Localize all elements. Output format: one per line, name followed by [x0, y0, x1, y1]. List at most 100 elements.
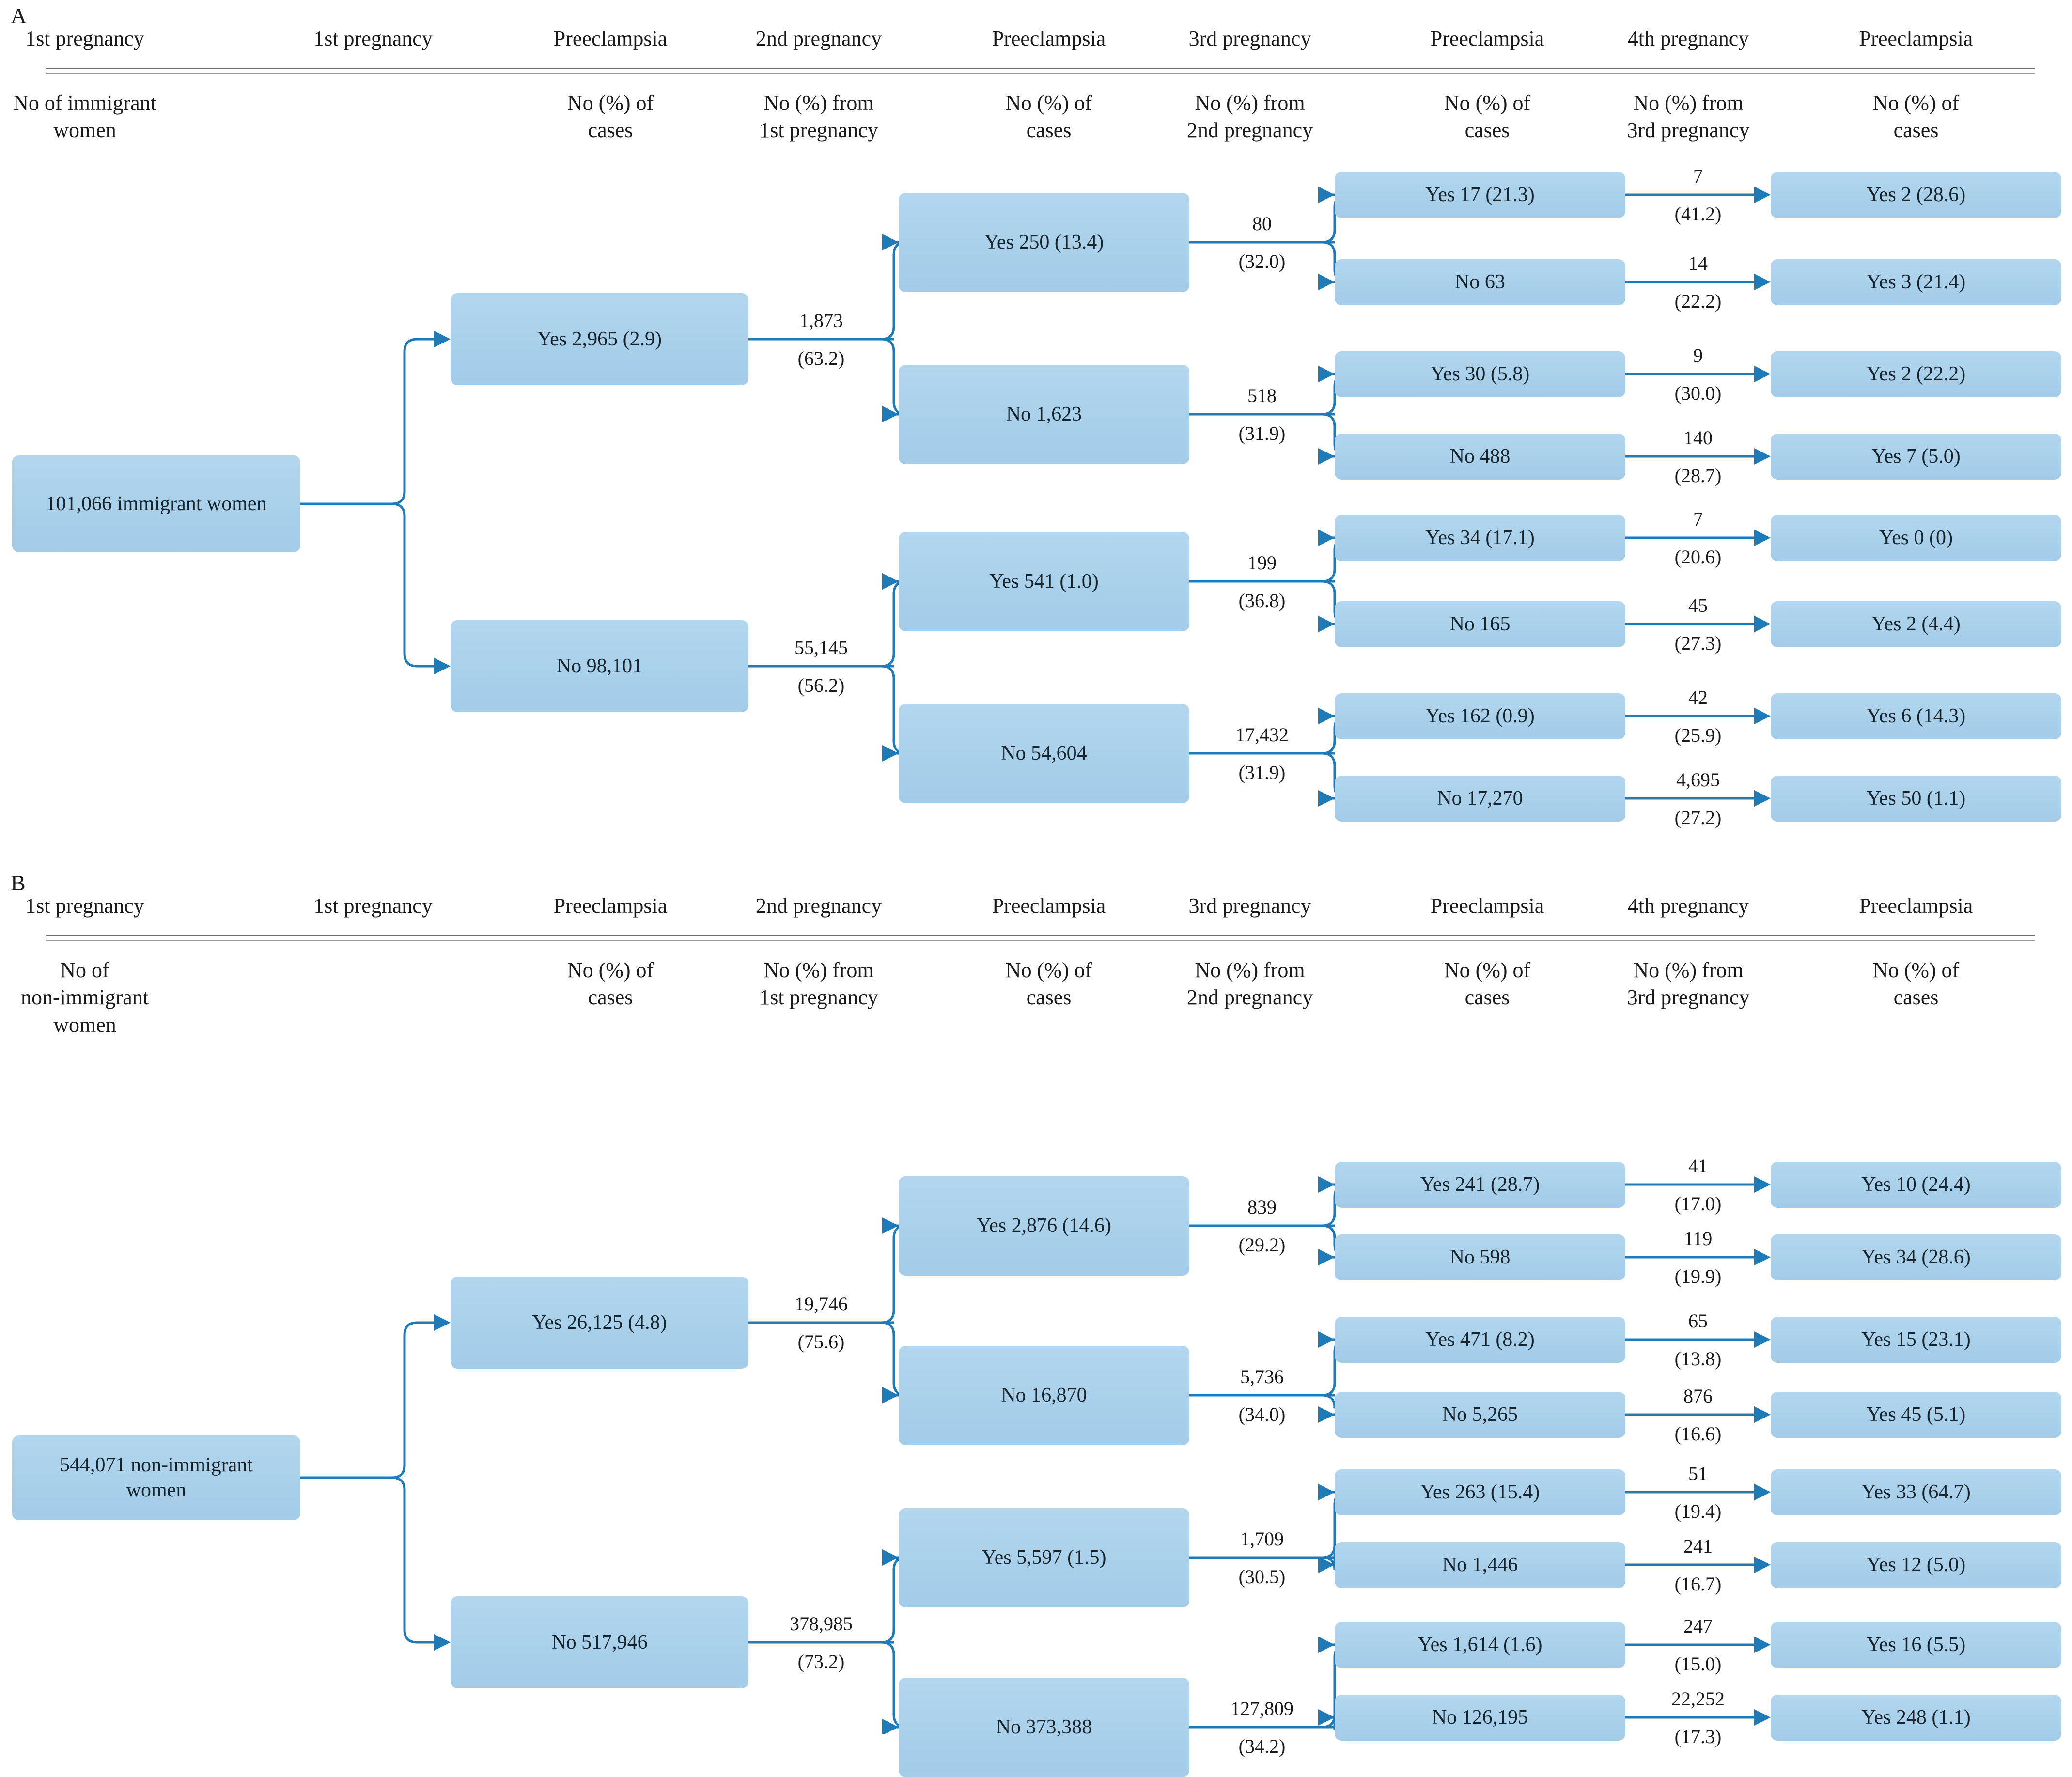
- box-level3-7[interactable]: No 126,195: [1335, 1694, 1625, 1741]
- box-level2-2[interactable]: Yes 541 (1.0): [899, 531, 1189, 631]
- edge-count: 1,873: [799, 310, 843, 331]
- connector-l3-4-to-l4-4-head: [1754, 1484, 1771, 1500]
- box-level4-1[interactable]: Yes 34 (28.6): [1771, 1234, 2061, 1280]
- edge-percent: (31.9): [1238, 422, 1286, 444]
- box-level3-6[interactable]: Yes 1,614 (1.6): [1335, 1621, 1625, 1668]
- box-level4-1[interactable]: Yes 3 (21.4): [1771, 259, 2061, 305]
- edge-count: 14: [1688, 252, 1708, 274]
- connector-l2-1-to-l3-2-head: [1318, 1331, 1335, 1348]
- box-level2-0[interactable]: Yes 2,876 (14.6): [899, 1176, 1189, 1276]
- connector-root-to-l1-0-head: [434, 331, 451, 347]
- header-top-2: Preeclampsia: [553, 894, 668, 918]
- header-top-0: 1st pregnancy: [25, 27, 144, 50]
- edge-percent: (56.2): [797, 674, 845, 696]
- header-rule: [46, 68, 2035, 74]
- connector-root-to-l1-0-head: [434, 1314, 451, 1331]
- edge-percent: (17.3): [1674, 1726, 1722, 1747]
- connector-l2-3-to-l3-7-head: [1318, 1709, 1335, 1726]
- connector-l3-2-to-l4-2-head: [1754, 1331, 1771, 1348]
- box-level4-6[interactable]: Yes 6 (14.3): [1771, 693, 2061, 739]
- edge-percent: (16.7): [1674, 1573, 1722, 1595]
- box-level4-7[interactable]: Yes 248 (1.1): [1771, 1694, 2061, 1741]
- box-level4-7[interactable]: Yes 50 (1.1): [1771, 775, 2061, 822]
- header-top-7: 4th pregnancy: [1627, 27, 1749, 50]
- box-level2-3[interactable]: No 54,604: [899, 703, 1189, 803]
- box-level3-5[interactable]: No 1,446: [1335, 1542, 1625, 1588]
- box-level3-1[interactable]: No 63: [1335, 259, 1625, 305]
- box-level3-4[interactable]: Yes 34 (17.1): [1335, 514, 1625, 561]
- header-top-1: 1st pregnancy: [313, 27, 433, 50]
- box-level4-6[interactable]: Yes 16 (5.5): [1771, 1621, 2061, 1668]
- edge-percent: (36.8): [1238, 590, 1286, 611]
- box-level4-2[interactable]: Yes 15 (23.1): [1771, 1316, 2061, 1363]
- box-level4-3[interactable]: Yes 45 (5.1): [1771, 1391, 2061, 1438]
- edge-label-l2-0: 839(29.2): [1220, 1198, 1304, 1255]
- box-level4-4[interactable]: Yes 0 (0): [1771, 514, 2061, 561]
- edge-label-l1-1: 378,985(73.2): [774, 1614, 868, 1671]
- box-level1-1[interactable]: No 98,101: [451, 620, 748, 712]
- box-level3-1[interactable]: No 598: [1335, 1234, 1625, 1280]
- box-level3-7[interactable]: No 17,270: [1335, 775, 1625, 822]
- box-level3-3[interactable]: No 488: [1335, 433, 1625, 480]
- box-level3-5[interactable]: No 165: [1335, 601, 1625, 647]
- edge-label-l3-5: 241(16.7): [1656, 1537, 1740, 1594]
- edge-label-l3-2: 65(13.8): [1656, 1311, 1740, 1369]
- box-level3-0[interactable]: Yes 17 (21.3): [1335, 171, 1625, 218]
- box-level2-3[interactable]: No 373,388: [899, 1677, 1189, 1777]
- connector-l1-1-to-l2-3-head: [882, 745, 899, 762]
- box-level4-4[interactable]: Yes 33 (64.7): [1771, 1469, 2061, 1515]
- connector-l2-3-to-l3-6-head: [1318, 1637, 1335, 1653]
- box-root[interactable]: 101,066 immigrant women: [12, 455, 300, 552]
- connector-root-to-l1-1: [300, 1476, 434, 1644]
- connector-l3-7-to-l4-7-head: [1754, 790, 1771, 807]
- connector-l2-1-to-l3-3-head: [1318, 1406, 1335, 1423]
- box-level4-0[interactable]: Yes 10 (24.4): [1771, 1161, 2061, 1208]
- header-top-4: Preeclampsia: [992, 27, 1106, 50]
- box-level4-3[interactable]: Yes 7 (5.0): [1771, 433, 2061, 480]
- edge-label-l2-2: 199(36.8): [1220, 553, 1304, 610]
- box-level3-3[interactable]: No 5,265: [1335, 1391, 1625, 1438]
- box-level3-2[interactable]: Yes 30 (5.8): [1335, 351, 1625, 397]
- edge-count: 7: [1693, 508, 1703, 530]
- box-level1-0[interactable]: Yes 26,125 (4.8): [451, 1277, 748, 1369]
- box-level1-1[interactable]: No 517,946: [451, 1596, 748, 1688]
- connector-l2-3-to-l3-6-head: [1318, 708, 1335, 724]
- edge-count: 22,252: [1671, 1688, 1725, 1710]
- box-level4-5[interactable]: Yes 12 (5.0): [1771, 1542, 2061, 1588]
- edge-label-l3-4: 7(20.6): [1656, 510, 1740, 567]
- box-level2-1[interactable]: No 1,623: [899, 364, 1189, 464]
- edge-count: 378,985: [790, 1613, 853, 1635]
- box-level3-4[interactable]: Yes 263 (15.4): [1335, 1469, 1625, 1515]
- box-level2-0[interactable]: Yes 250 (13.4): [899, 192, 1189, 292]
- box-level4-2[interactable]: Yes 2 (22.2): [1771, 351, 2061, 397]
- box-level3-6[interactable]: Yes 162 (0.9): [1335, 693, 1625, 739]
- connector-l1-1-to-l2-3-head: [882, 1719, 899, 1734]
- connector-l3-2-to-l4-2-head: [1754, 366, 1771, 382]
- edge-label-l3-2: 9(30.0): [1656, 346, 1740, 403]
- edge-percent: (31.9): [1238, 762, 1286, 783]
- box-level3-0[interactable]: Yes 241 (28.7): [1335, 1161, 1625, 1208]
- connector-l3-4-to-l4-4-head: [1754, 530, 1771, 546]
- box-level2-2[interactable]: Yes 5,597 (1.5): [899, 1508, 1189, 1607]
- header-top-7: 4th pregnancy: [1627, 894, 1749, 918]
- edge-percent: (34.2): [1238, 1735, 1286, 1757]
- box-level1-0[interactable]: Yes 2,965 (2.9): [451, 293, 748, 385]
- header-top-2: Preeclampsia: [553, 27, 668, 50]
- box-level3-2[interactable]: Yes 471 (8.2): [1335, 1316, 1625, 1363]
- edge-count: 7: [1693, 165, 1703, 187]
- edge-count: 4,695: [1676, 769, 1720, 791]
- header-top-5: 3rd pregnancy: [1188, 27, 1311, 50]
- edge-label-l3-0: 7(41.2): [1656, 167, 1740, 224]
- box-level2-1[interactable]: No 16,870: [899, 1345, 1189, 1445]
- box-level4-0[interactable]: Yes 2 (28.6): [1771, 171, 2061, 218]
- edge-percent: (27.3): [1674, 632, 1722, 654]
- connector-l2-2-to-l3-5-head: [1318, 1557, 1335, 1573]
- header-top-1: 1st pregnancy: [313, 894, 433, 918]
- box-level4-5[interactable]: Yes 2 (4.4): [1771, 601, 2061, 647]
